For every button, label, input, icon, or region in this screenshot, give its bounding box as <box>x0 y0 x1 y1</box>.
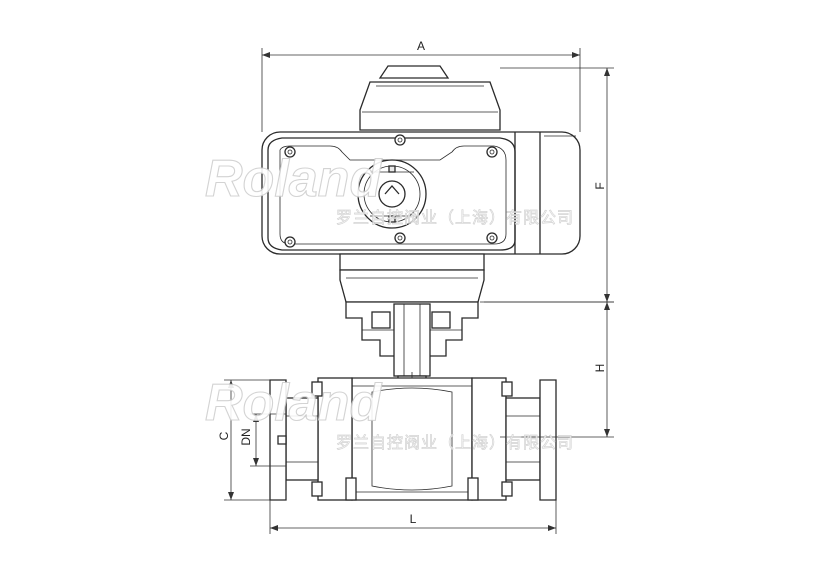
dimension-c: C <box>217 379 270 501</box>
dimension-l: L <box>269 500 557 534</box>
watermark-brand-bottom: Roland <box>205 374 382 432</box>
watermark-company-top: 罗兰自控阀业（上海）有限公司 <box>336 209 574 227</box>
screw-icons <box>284 134 498 248</box>
position-indicator-dial <box>357 159 427 229</box>
dimension-l-label: L <box>410 512 417 526</box>
watermark-top: Roland 罗兰自控阀业（上海）有限公司 <box>204 149 574 227</box>
dimension-h-label: H <box>593 364 607 373</box>
dimension-a-label: A <box>417 39 425 53</box>
watermark-bottom: Roland 罗兰自控阀业（上海）有限公司 <box>204 373 574 452</box>
actuator-base <box>339 253 485 303</box>
actuator-top-cover <box>359 65 501 131</box>
dimension-f-label: F <box>593 182 607 189</box>
watermark-brand-top: Roland <box>205 150 382 208</box>
dimension-a: A <box>261 39 581 132</box>
dimension-dn-label: DN <box>239 428 253 445</box>
watermark-company-bottom: 罗兰自控阀业（上海）有限公司 <box>336 434 574 452</box>
dimension-c-label: C <box>217 431 231 440</box>
left-end-connection <box>269 379 319 501</box>
valve-body <box>311 377 513 501</box>
dimension-dn: DN <box>239 413 286 467</box>
dimension-h: H <box>480 301 614 438</box>
right-end-connection <box>505 379 557 501</box>
